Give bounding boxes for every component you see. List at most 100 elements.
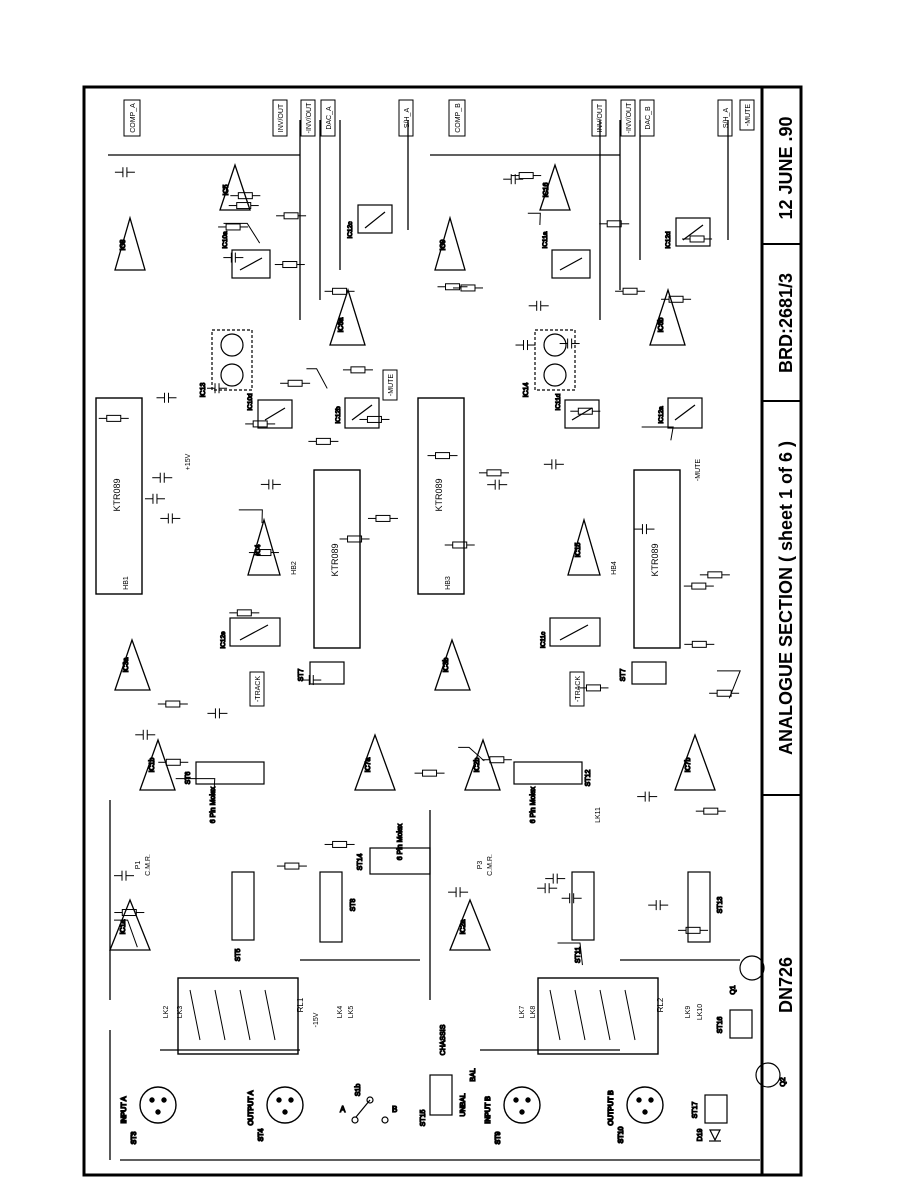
st6-label: ST6 bbox=[185, 771, 192, 784]
st14-header bbox=[369, 847, 431, 875]
resistor bbox=[518, 172, 534, 180]
p1-label: P1 bbox=[135, 861, 142, 870]
s1b-switch: A B S1b bbox=[339, 1083, 398, 1124]
ic5-opamp bbox=[219, 162, 251, 211]
ic8-opamp bbox=[114, 215, 146, 271]
resistor bbox=[707, 571, 723, 579]
resistor bbox=[283, 212, 299, 220]
tag-comp-b: COMP_B bbox=[455, 103, 462, 133]
rl1-relay bbox=[177, 977, 299, 1055]
tag-mute-1: -MUTE bbox=[745, 104, 752, 126]
resistor bbox=[284, 862, 300, 870]
ic1a-label: IC1a bbox=[120, 920, 127, 935]
ic3a-opamp bbox=[114, 638, 151, 691]
st12-label: ST12 bbox=[585, 770, 592, 787]
wire bbox=[557, 942, 583, 966]
input-b-xlr bbox=[503, 1086, 541, 1124]
d19-diode bbox=[709, 1129, 721, 1142]
transistor-arrays: IC13 IC14 Q1 Q2 D19 bbox=[199, 329, 788, 1142]
st6-header bbox=[195, 761, 265, 785]
resistor bbox=[282, 261, 298, 269]
resistor bbox=[165, 758, 181, 766]
unbal-label: UNBAL bbox=[460, 1093, 467, 1116]
ic6b-label: IC6b bbox=[658, 318, 665, 333]
bus-lines bbox=[108, 120, 760, 1161]
st8-header bbox=[319, 871, 343, 943]
switch-b-label: B bbox=[392, 1105, 397, 1114]
ic12b-switch bbox=[344, 397, 380, 429]
resistor bbox=[332, 840, 348, 848]
st13-label: ST13 bbox=[717, 897, 724, 914]
lk3-label: LK3 bbox=[177, 1006, 184, 1019]
ic6b-opamp bbox=[649, 287, 686, 346]
misc-labels: LK2 LK3 LK4 LK5 LK7 LK8 LK9 LK10 LK11 C.… bbox=[135, 453, 704, 1027]
ic9-label: IC9 bbox=[440, 239, 447, 250]
ktr-label-4: KTR089 bbox=[650, 543, 660, 576]
signal-tags: COMP_A INV/OUT -INV/OUT DAC_A S/H_A COMP… bbox=[123, 99, 755, 707]
switch-a-label: A bbox=[340, 1105, 346, 1114]
lk2-label: LK2 bbox=[163, 1006, 170, 1019]
hb4-label: HB4 bbox=[611, 561, 618, 575]
st4-label: ST4 bbox=[258, 1128, 265, 1141]
st16-label: ST16 bbox=[717, 1017, 724, 1034]
ic11a-switch bbox=[551, 249, 591, 279]
ic16-label: IC16 bbox=[543, 183, 550, 198]
resistor bbox=[165, 700, 181, 708]
resistor bbox=[689, 235, 705, 243]
st9-label: ST9 bbox=[495, 1131, 502, 1144]
st15-header bbox=[429, 1074, 453, 1116]
bal-label: BAL bbox=[470, 1068, 477, 1081]
tag-inv-out-b: INV/OUT bbox=[597, 103, 604, 132]
op-amps: IC8 IC5 IC6a IC4 IC3a IC1b IC1a IC7a IC9… bbox=[109, 162, 716, 951]
ic15-label: IC15 bbox=[575, 543, 582, 558]
resistor bbox=[622, 287, 638, 295]
resistor bbox=[460, 284, 476, 292]
ic7a-opamp bbox=[354, 733, 396, 791]
tag-dac-b: DAC_B bbox=[645, 106, 652, 130]
st5-header bbox=[231, 871, 255, 941]
ic14-label: IC14 bbox=[523, 383, 530, 398]
ic1b-label: IC1b bbox=[149, 758, 156, 773]
tag-ninv-out-b: -INV/OUT bbox=[626, 102, 633, 133]
lk8-label: LK8 bbox=[530, 1006, 537, 1019]
q1-label: Q1 bbox=[730, 985, 737, 994]
ic6a-opamp bbox=[329, 287, 366, 346]
hb2-label: HB2 bbox=[291, 561, 298, 575]
s1b-label: S1b bbox=[355, 1084, 362, 1097]
ic11c-label: IC11c bbox=[540, 631, 547, 648]
st13-header bbox=[687, 871, 711, 943]
wire bbox=[716, 670, 741, 699]
molex-label-c: 6 Pin Molex bbox=[397, 823, 404, 860]
resistor bbox=[225, 223, 241, 231]
ic10a-label: IC10a bbox=[222, 231, 229, 249]
resistor bbox=[315, 437, 331, 445]
lk10-label: LK10 bbox=[697, 1004, 704, 1020]
tag-inv-out-a: INV/OUT bbox=[278, 103, 285, 132]
wire bbox=[458, 746, 485, 762]
p3-label: P3 bbox=[477, 861, 484, 870]
output-a-xlr bbox=[266, 1086, 304, 1124]
molex-label-a: 6 Pin Molex bbox=[210, 786, 217, 823]
st7a-label: ST7 bbox=[298, 668, 305, 681]
st5-label: ST5 bbox=[235, 948, 242, 961]
cmr-b-label: C.M.R. bbox=[487, 854, 494, 876]
ic7b-label: IC7b bbox=[685, 758, 692, 773]
wire bbox=[175, 778, 216, 804]
ktr-label-2: KTR089 bbox=[330, 543, 340, 576]
cmr-a-label: C.M.R. bbox=[145, 854, 152, 876]
st7b-header bbox=[631, 661, 667, 685]
wire bbox=[306, 368, 328, 389]
output-b-xlr bbox=[626, 1086, 664, 1124]
input-a-xlr bbox=[139, 1086, 177, 1124]
resistor bbox=[375, 514, 391, 522]
hb2-module bbox=[313, 469, 361, 649]
rl2-relay bbox=[537, 977, 659, 1055]
title-model: DN726 bbox=[776, 957, 796, 1013]
hb4-module bbox=[633, 469, 681, 649]
st17-label: ST17 bbox=[692, 1102, 699, 1119]
wire bbox=[641, 426, 674, 441]
st3-label: ST3 bbox=[131, 1131, 138, 1144]
ic11d-label: IC11d bbox=[555, 393, 562, 410]
hb3-label: HB3 bbox=[445, 576, 452, 590]
